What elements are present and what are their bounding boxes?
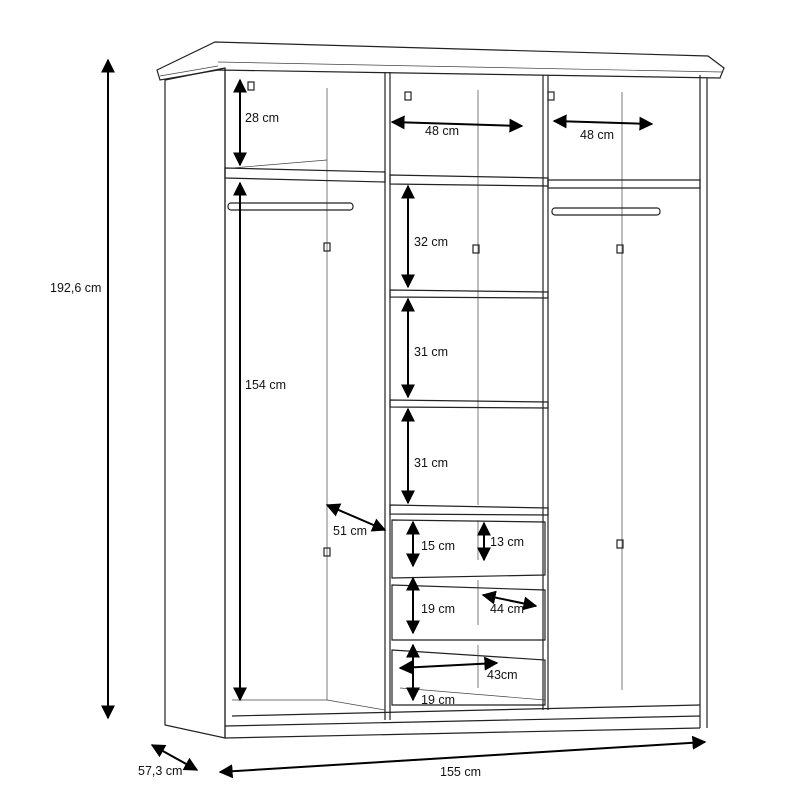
label-drawer-1-outer-height: 15 cm [421,539,455,553]
label-drawer-1-inner-height: 13 cm [490,535,524,549]
label-hanging-height: 154 cm [245,378,286,392]
label-middle-top-width: 48 cm [425,124,459,138]
label-shelf-2-height: 31 cm [414,345,448,359]
cornice [156,41,725,81]
label-total-height: 192,6 cm [50,281,101,295]
label-shelf-3-height: 31 cm [414,456,448,470]
label-depth: 57,3 cm [138,764,182,778]
label-drawer-2-height: 19 cm [421,602,455,616]
label-inner-depth: 51 cm [333,524,367,538]
label-drawer-width: 43cm [487,668,518,682]
label-drawer-depth: 44 cm [490,602,524,616]
wardrobe-body [164,67,708,739]
dimension-arrows [101,58,707,779]
label-right-top-width: 48 cm [580,128,614,142]
label-shelf-1-height: 32 cm [414,235,448,249]
label-drawer-3-height: 19 cm [421,693,455,707]
label-left-top-shelf-height: 28 cm [245,111,279,125]
label-total-width: 155 cm [440,765,481,779]
